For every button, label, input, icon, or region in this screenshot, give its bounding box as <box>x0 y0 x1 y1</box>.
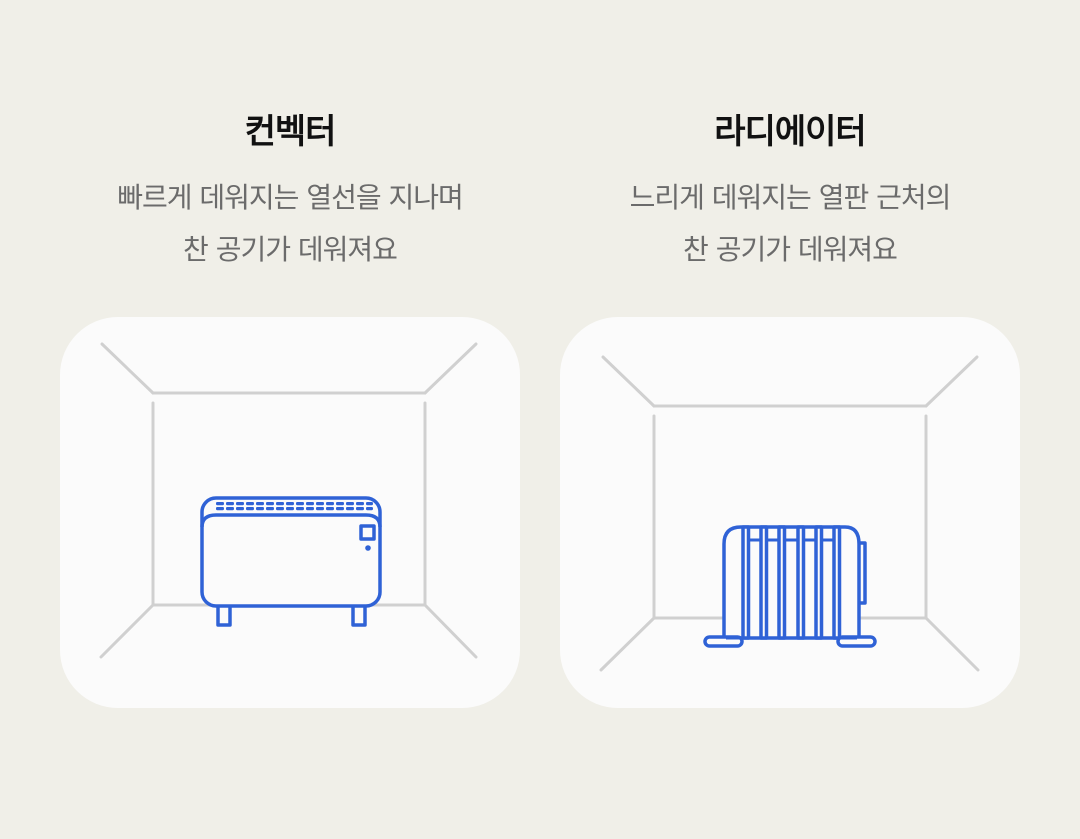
panel-description: 빠르게 데워지는 열선을 지나며 찬 공기가 데워져요 <box>60 172 520 276</box>
panel-title: 컨벡터 <box>244 112 337 152</box>
illustration-card <box>60 317 520 708</box>
oil-radiator-icon <box>703 525 877 648</box>
description-line: 빠르게 데워지는 열선을 지나며 <box>117 181 464 214</box>
description-line: 찬 공기가 데워져요 <box>183 233 398 266</box>
description-line: 느리게 데워지는 열판 근처의 <box>629 181 952 214</box>
convector-heater-icon <box>200 496 382 627</box>
panel-title: 라디에이터 <box>714 112 866 152</box>
panel-description: 느리게 데워지는 열판 근처의 찬 공기가 데워져요 <box>560 172 1020 276</box>
illustration-card <box>560 317 1020 708</box>
description-line: 찬 공기가 데워져요 <box>683 233 898 266</box>
room-perspective-icon <box>599 355 980 672</box>
